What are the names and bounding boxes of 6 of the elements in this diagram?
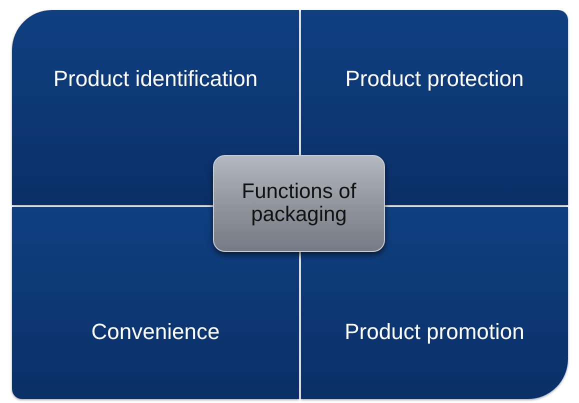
quadrant-label: Product protection — [345, 66, 524, 92]
quadrant-label: Product promotion — [344, 319, 524, 345]
quadrant-label: Product identification — [53, 66, 258, 92]
center-label: Functions of packaging — [240, 181, 358, 226]
quadrant-label: Convenience — [91, 319, 220, 345]
center-box — [213, 155, 385, 252]
